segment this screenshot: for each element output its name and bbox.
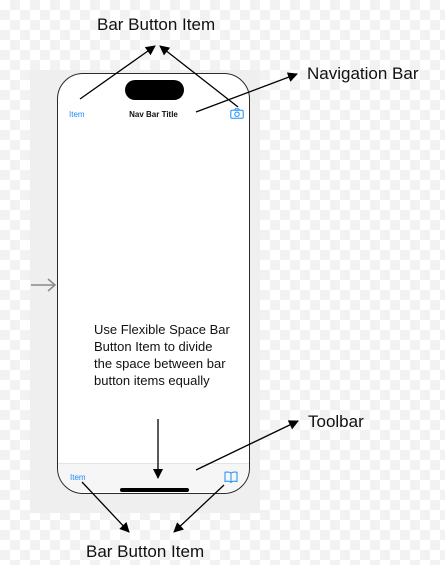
- arrow-from-toolbar-item: [81, 481, 130, 533]
- bar-button-item-label-bottom: Bar Button Item: [86, 542, 205, 561]
- camera-icon[interactable]: [230, 108, 244, 119]
- dynamic-island: [125, 80, 184, 100]
- navigation-bar[interactable]: Item Nav Bar Title: [58, 104, 249, 126]
- toolbar-left-item[interactable]: Item: [70, 473, 86, 482]
- storyboard-entry-arrow: [31, 278, 57, 292]
- bar-button-item-label-top: Bar Button Item: [97, 15, 216, 34]
- navigation-bar-label: Navigation Bar: [307, 64, 419, 83]
- nav-bar-left-item[interactable]: Item: [69, 110, 85, 119]
- arrow-to-top-label-from-item: [79, 45, 156, 100]
- arrow-to-toolbar-label: [195, 420, 299, 471]
- flexible-space-note: Use Flexible Space Bar Button Item to di…: [94, 322, 230, 388]
- arrow-from-book-icon: [173, 484, 225, 533]
- iphone-frame: Item Nav Bar Title Item: [57, 73, 250, 494]
- book-icon[interactable]: [224, 471, 238, 483]
- home-indicator: [120, 488, 189, 492]
- arrow-to-top-label-from-camera: [159, 45, 239, 108]
- nav-bar-title: Nav Bar Title: [129, 110, 178, 119]
- toolbar-label: Toolbar: [308, 412, 364, 431]
- arrow-to-navigation-bar-label: [195, 72, 298, 113]
